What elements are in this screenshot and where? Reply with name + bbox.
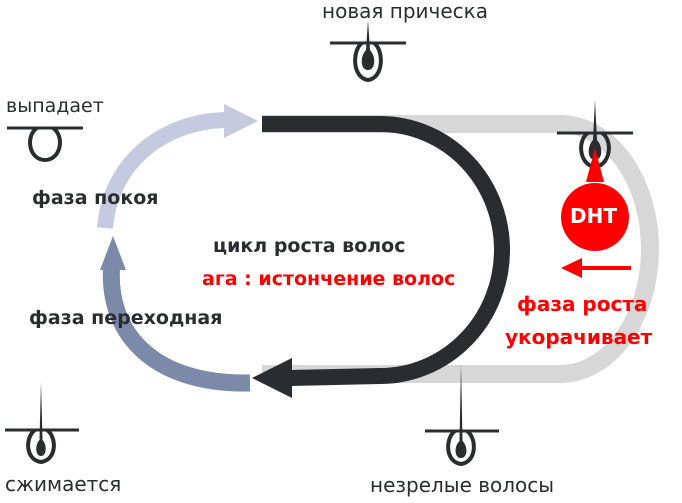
diagram-subtitle: ага : истончение волос: [202, 268, 456, 290]
hair-follicle-icon: [5, 382, 79, 465]
arrow-left-icon: [561, 258, 631, 278]
empty-follicle-icon: [7, 126, 83, 163]
label-new-hair: новая прическа: [322, 0, 488, 23]
dark-cycle-arc: [262, 116, 510, 386]
label-shrinks: сжимается: [5, 472, 122, 496]
hair-follicle-icon: [330, 20, 406, 83]
dht-effect-line1: фаза роста: [517, 292, 648, 316]
dht-effect-line2: укорачивает: [505, 325, 653, 349]
diagram-title: цикл роста волос: [213, 235, 406, 257]
label-transition-phase: фаза переходная: [29, 307, 223, 329]
rest-arrowhead: [224, 104, 258, 138]
dark-arrowhead: [252, 358, 292, 398]
label-rest-phase: фаза покоя: [32, 187, 159, 209]
label-immature-hair: незрелые волосы: [370, 473, 555, 497]
transition-arc: [102, 261, 251, 392]
hair-follicle-icon: [425, 364, 499, 467]
transition-arrowhead: [100, 236, 126, 270]
rest-arc: [97, 112, 226, 229]
grey-growth-ring: [262, 115, 659, 383]
dht-label: DHT: [570, 204, 617, 228]
dht-drop-icon: [561, 148, 629, 251]
label-falls-out: выпадает: [6, 95, 104, 117]
